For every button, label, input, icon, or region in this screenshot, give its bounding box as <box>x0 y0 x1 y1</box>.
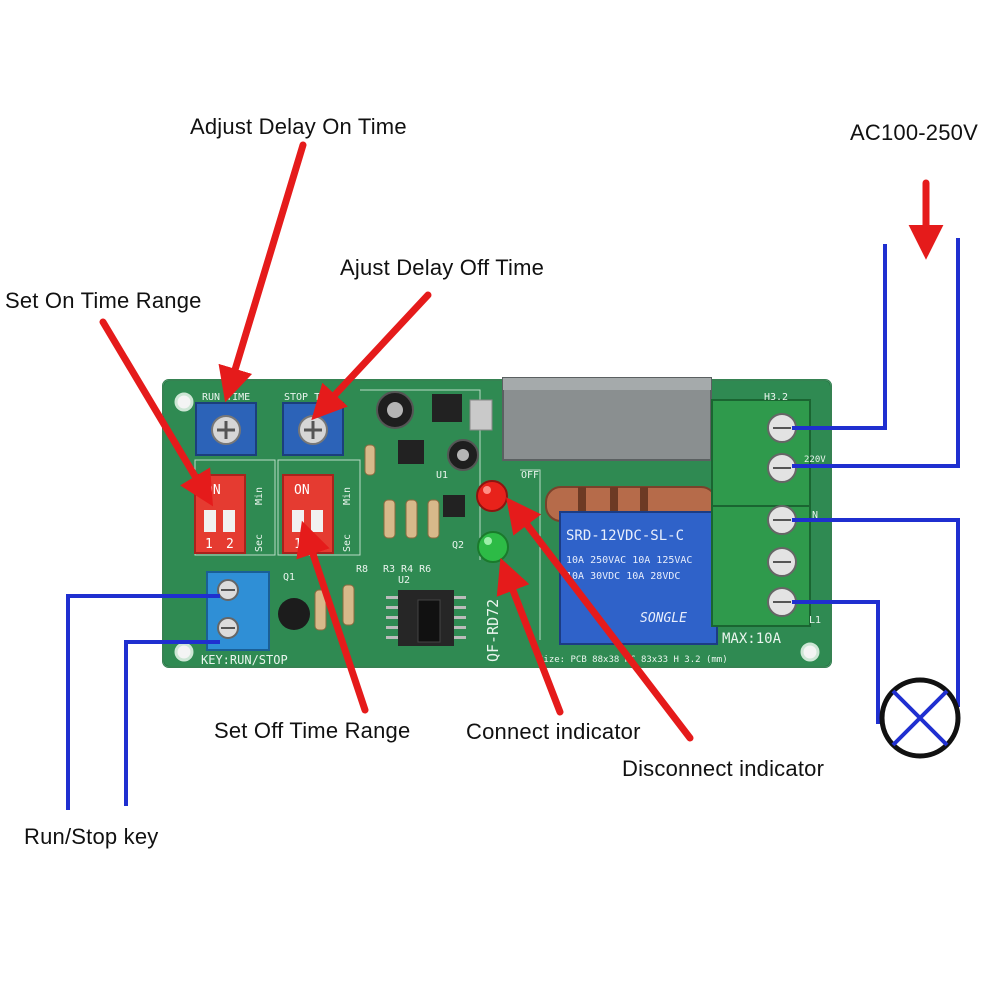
power-input-terminal[interactable] <box>711 399 811 507</box>
connect-indicator-led <box>477 531 509 563</box>
label-adjust-delay-on: Adjust Delay On Time <box>190 114 407 139</box>
label-connect-indicator: Connect indicator <box>466 719 641 744</box>
key-wire-1 <box>66 594 220 810</box>
dip1-n1: 1 <box>205 537 213 552</box>
relay <box>559 511 718 645</box>
arrow-adjust-delay-off <box>311 291 432 421</box>
dip1-n2: 2 <box>226 537 234 552</box>
off-silk: OFF <box>521 470 539 481</box>
220v-silk: 220V <box>804 455 826 465</box>
key-wire-2 <box>124 640 220 806</box>
r8-silk: R8 <box>356 564 368 575</box>
resistors <box>314 444 440 631</box>
stop-time-potentiometer[interactable] <box>282 402 344 456</box>
run-stop-terminal-block[interactable] <box>206 571 270 651</box>
lamp-symbol <box>879 677 961 759</box>
arrow-disconnect-indicator <box>506 497 694 742</box>
load-output-terminal[interactable] <box>711 505 811 627</box>
film-capacitor <box>502 377 712 461</box>
label-set-off-range: Set Off Time Range <box>214 718 411 743</box>
sec-silk-2: Sec <box>342 534 353 552</box>
u1-silk: U1 <box>436 470 448 481</box>
label-run-stop-key: Run/Stop key <box>24 824 159 849</box>
capacitor <box>376 391 479 471</box>
u2-silk: U2 <box>398 575 410 586</box>
ac-neutral-wire <box>792 238 960 468</box>
sec-silk-1: Sec <box>254 534 265 552</box>
ic-chip <box>386 590 466 646</box>
label-set-on-range: Set On Time Range <box>5 288 202 313</box>
dip2-n1: 1 <box>294 537 302 552</box>
small-components <box>278 394 493 630</box>
key-run-stop-silk: KEY:RUN/STOP <box>201 653 288 667</box>
annotation-arrows <box>99 141 944 742</box>
label-ac-input: AC100-250V <box>850 120 978 145</box>
max-current-silk: MAX:10A <box>722 631 782 647</box>
disconnect-indicator-led <box>476 480 508 512</box>
q2-silk: Q2 <box>452 540 464 551</box>
load-neutral-wire <box>792 518 960 707</box>
relay-brand: SONGLE <box>640 611 687 626</box>
arrow-adjust-delay-on <box>218 141 307 403</box>
relay-model: SRD-12VDC-SL-C <box>566 528 684 544</box>
arrow-set-off-range <box>296 520 369 714</box>
label-adjust-delay-off: Ajust Delay Off Time <box>340 255 545 280</box>
label-disconnect-indicator: Disconnect indicator <box>622 756 825 781</box>
wiring <box>66 238 960 810</box>
resistor-silk: R3 R4 R6 <box>383 564 431 575</box>
ac-live-wire <box>792 244 887 430</box>
arrow-set-on-range <box>99 318 214 507</box>
model-silk: QF-RD72 <box>484 599 502 662</box>
relay-rating-1: 10A 250VAC 10A 125VAC <box>566 555 692 566</box>
arrow-connect-indicator <box>496 557 564 716</box>
q1-silk: Q1 <box>283 572 295 583</box>
l1-silk: L1 <box>809 615 821 626</box>
h32-silk: H3.2 <box>764 392 788 403</box>
relay-rating-2: 10A 30VDC 10A 28VDC <box>566 571 680 582</box>
run-time-potentiometer[interactable] <box>195 402 257 456</box>
dip2-on: ON <box>294 483 310 498</box>
min-silk-1: Min <box>254 487 265 505</box>
load-l1-wire <box>792 600 880 724</box>
min-silk-2: Min <box>342 487 353 505</box>
n-silk: N <box>812 510 818 521</box>
stop-time-silk: STOP TIME <box>284 392 338 403</box>
